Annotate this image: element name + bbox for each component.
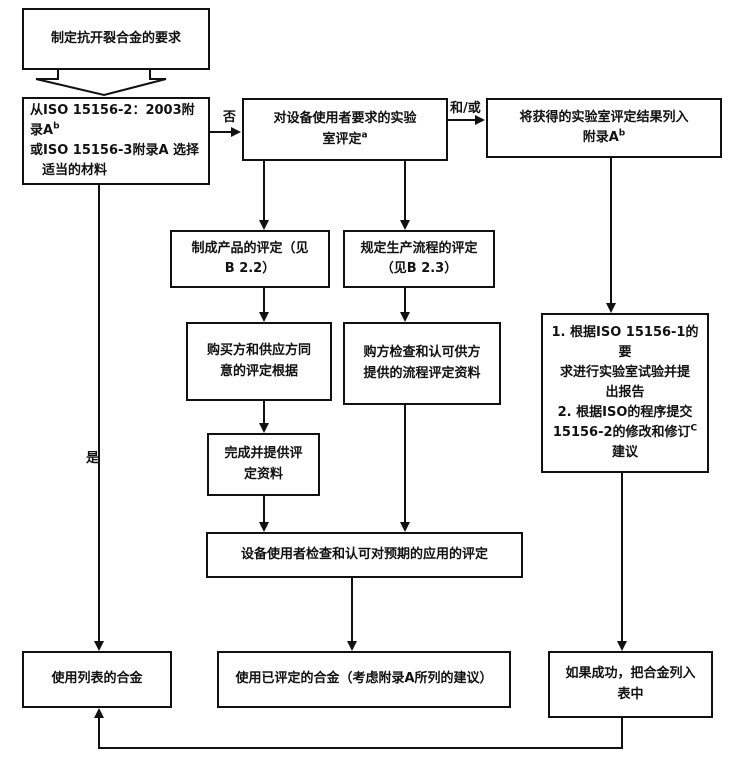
annex-line-1: 将获得的实验室评定结果列入 [519,109,689,125]
box-lab-evaluation: 对设备使用者要求的实验 室评定a [242,98,448,161]
select-footnote-b: b [53,121,60,132]
add-list-line-2: 表中 [617,686,644,702]
lab-eval-line-2: 室评定a [322,130,368,147]
report-line-2: 求进行实验室试验并提 [559,364,690,380]
select-line-2: 或ISO 15156-3附录A 选择 [30,143,200,158]
box-product-eval: 制成产品的评定（见 B 2.2） [170,230,330,288]
label-no: 否 [223,110,237,125]
product-eval-line-1: 制成产品的评定（见 [191,240,309,256]
report-line-1: 1. 根据ISO 15156-1的要 [551,324,699,360]
report-line-6: 建议 [611,445,638,461]
box-select-material: 从ISO 15156-2：2003附录Ab 或ISO 15156-3附录A 选择… [22,97,210,185]
box-add-to-list: 如果成功，把合金列入 表中 [548,651,713,718]
add-list-line-1: 如果成功，把合金列入 [565,666,696,682]
agree-line-1: 购买方和供应方同 [206,343,311,359]
box-buyer-check: 购方检查和认可供方 提供的流程评定资料 [343,322,501,405]
report-footnote-c: C [690,423,698,434]
box-lab-report: 1. 根据ISO 15156-1的要 求进行实验室试验并提 出报告 2. 根据I… [541,313,709,473]
box-use-listed: 使用列表的合金 [22,651,172,708]
box-list-annex: 将获得的实验室评定结果列入 附录Ab [486,98,722,158]
report-line-3: 出报告 [605,384,645,400]
annex-line-2: 附录Ab [582,128,626,145]
process-eval-line-2: （见B 2.3） [380,261,458,276]
lab-eval-footnote-a: a [361,130,368,141]
select-line-1: 从ISO 15156-2：2003附录Ab [30,102,195,138]
lab-eval-line-1: 对设备使用者要求的实验 [273,111,417,127]
annex-footnote-b: b [618,128,626,139]
complete-line-1: 完成并提供评 [224,446,303,462]
box-process-eval: 规定生产流程的评定 （见B 2.3） [343,230,495,288]
box-use-evaluated: 使用已评定的合金（考虑附录A所列的建议） [217,651,511,708]
complete-line-2: 定资料 [243,466,283,482]
process-eval-line-1: 规定生产流程的评定 [360,240,478,256]
box-agreement-basis: 购买方和供应方同 意的评定根据 [186,322,332,401]
arrow-add-to-listed [94,708,623,749]
buyer-check-line-1: 购方检查和认可供方 [363,345,481,361]
box-requirements: 制定抗开裂合金的要求 [22,8,210,70]
user-check-text: 设备使用者检查和认可对预期的应用的评定 [240,546,488,562]
box-complete-data: 完成并提供评 定资料 [207,433,320,496]
report-line-5: 15156-2的修改和修订C [552,423,698,441]
requirements-text: 制定抗开裂合金的要求 [50,30,181,46]
box-user-check: 设备使用者检查和认可对预期的应用的评定 [206,532,523,578]
label-yes: 是 [86,451,100,466]
agree-line-2: 意的评定根据 [219,363,298,379]
buyer-check-line-2: 提供的流程评定资料 [363,365,481,381]
use-evaluated-text: 使用已评定的合金（考虑附录A所列的建议） [235,671,493,687]
hollow-arrow [35,70,167,97]
product-eval-line-2: B 2.2） [224,261,276,276]
label-and-or: 和/或 [450,101,481,116]
select-line-3: 适当的材料 [42,163,108,179]
report-line-4: 2. 根据ISO的程序提交 [557,405,693,421]
use-listed-text: 使用列表的合金 [51,671,143,687]
